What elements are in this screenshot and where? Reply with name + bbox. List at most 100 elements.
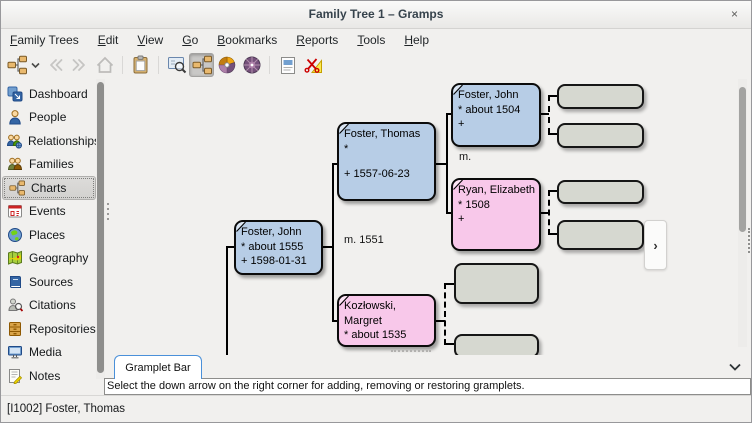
person-death: + 1598-01-31 xyxy=(241,255,307,267)
clipboard-icon xyxy=(133,55,147,74)
forward-button[interactable] xyxy=(67,53,92,77)
full-circle-icon xyxy=(243,56,260,74)
tools-button[interactable] xyxy=(300,53,325,77)
tree-chart-canvas[interactable]: Foster, John * about 1555 + 1598-01-31 F… xyxy=(111,79,751,355)
dashed-connector xyxy=(436,320,445,322)
person-birth: * xyxy=(344,142,349,155)
connector-line xyxy=(446,113,453,115)
sidebar-item-citations[interactable]: Citations xyxy=(1,294,96,318)
person-box-kozlowski-margret[interactable]: Kozłowski, Margret * about 1535 + before… xyxy=(337,294,436,347)
close-button[interactable]: × xyxy=(730,7,738,21)
menu-bar: Family Trees Edit View Go Bookmarks Repo… xyxy=(1,29,751,51)
dashed-connector xyxy=(548,95,557,97)
dashed-connector xyxy=(444,343,454,345)
menu-view[interactable]: View xyxy=(137,33,164,47)
corner-fold-icon xyxy=(236,222,246,232)
fan-chart-icon xyxy=(218,56,235,74)
pedigree-view-button[interactable] xyxy=(164,53,189,77)
family-trees-button[interactable] xyxy=(4,53,29,77)
pane-splitter[interactable] xyxy=(105,79,111,379)
expand-right-button[interactable]: › xyxy=(644,220,667,270)
marriage-label: m. 1551 xyxy=(344,234,384,246)
sidebar-label: People xyxy=(29,110,67,125)
person-death: + xyxy=(458,213,465,225)
fan-chart-view-button[interactable] xyxy=(214,53,239,77)
person-birth: * 1508 xyxy=(458,198,490,211)
sidebar-item-dashboard[interactable]: Dashboard xyxy=(1,82,96,106)
empty-person-box[interactable] xyxy=(557,84,644,109)
dashed-connector xyxy=(548,190,557,192)
connector-line xyxy=(332,163,334,322)
corner-fold-icon xyxy=(453,85,463,95)
back-icon xyxy=(49,59,62,71)
menu-reports[interactable]: Reports xyxy=(296,33,339,47)
category-sidebar: Dashboard People Relationships Families … xyxy=(1,79,100,394)
empty-person-box[interactable] xyxy=(557,123,644,148)
sidebar-label: Relationships xyxy=(28,133,101,148)
sidebar-item-media[interactable]: Media xyxy=(1,341,96,365)
sidebar-item-notes[interactable]: Notes xyxy=(1,364,96,388)
sidebar-item-repositories[interactable]: Repositories xyxy=(1,317,96,341)
toolbar-separator xyxy=(269,56,270,74)
window-title: Family Tree 1 – Gramps xyxy=(308,7,444,21)
person-death: + before 1598 xyxy=(344,343,432,346)
menu-tools[interactable]: Tools xyxy=(357,33,386,47)
pedigree-view-icon xyxy=(167,57,186,74)
sidebar-item-people[interactable]: People xyxy=(1,106,96,130)
person-birth: * about 1504 xyxy=(458,103,521,116)
sidebar-label: Places xyxy=(29,227,66,242)
sidebar-item-geography[interactable]: Geography xyxy=(1,247,96,271)
sidebar-item-places[interactable]: Places xyxy=(1,223,96,247)
media-icon xyxy=(6,344,23,361)
tree-view-button[interactable] xyxy=(189,53,214,77)
home-button[interactable] xyxy=(92,53,117,77)
corner-fold-icon xyxy=(453,180,463,190)
empty-person-box[interactable] xyxy=(454,334,539,355)
relationships-icon xyxy=(6,132,22,149)
menu-bookmarks[interactable]: Bookmarks xyxy=(217,33,278,47)
person-box-ryan-elizabeth[interactable]: Ryan, Elizabeth * 1508 + xyxy=(451,178,541,251)
family-trees-dropdown[interactable] xyxy=(29,53,42,77)
tree-view-icon xyxy=(192,55,212,75)
dashed-connector xyxy=(548,190,550,235)
sidebar-item-charts[interactable]: Charts xyxy=(2,176,96,200)
menu-family-trees[interactable]: Family Trees xyxy=(10,33,79,47)
empty-person-box[interactable] xyxy=(454,263,539,304)
gramplet-menu-button[interactable] xyxy=(723,359,747,374)
report-icon xyxy=(280,56,295,74)
full-circle-view-button[interactable] xyxy=(239,53,264,77)
chart-scrollbar-thumb[interactable] xyxy=(739,87,746,232)
clipboard-button[interactable] xyxy=(128,53,153,77)
gramplet-bar-tab[interactable]: Gramplet Bar xyxy=(114,355,202,379)
sidebar-label: Charts xyxy=(31,180,67,195)
dashed-connector xyxy=(548,133,557,135)
person-box-foster-john-1555[interactable]: Foster, John * about 1555 + 1598-01-31 xyxy=(234,220,323,275)
empty-person-box[interactable] xyxy=(557,220,644,250)
menu-go[interactable]: Go xyxy=(182,33,199,47)
gramplet-hint-text: Select the down arrow on the right corne… xyxy=(104,378,751,395)
person-box-foster-john-1504[interactable]: Foster, John * about 1504 + xyxy=(451,83,541,147)
dashed-connector xyxy=(548,95,550,134)
sidebar-item-families[interactable]: Families xyxy=(1,153,96,177)
menu-edit[interactable]: Edit xyxy=(97,33,119,47)
events-icon xyxy=(6,203,23,220)
empty-person-box[interactable] xyxy=(557,180,644,204)
home-icon xyxy=(96,56,113,73)
reports-button[interactable] xyxy=(275,53,300,77)
person-box-foster-thomas[interactable]: Foster, Thomas * + 1557-06-23 xyxy=(337,122,436,201)
families-icon xyxy=(6,156,23,173)
sidebar-label: Repositories xyxy=(29,321,96,336)
forward-icon xyxy=(72,59,85,71)
sources-icon xyxy=(6,273,23,290)
title-bar: Family Tree 1 – Gramps × xyxy=(1,1,751,29)
dashboard-icon xyxy=(6,85,23,102)
sidebar-item-sources[interactable]: Sources xyxy=(1,270,96,294)
sidebar-scrollbar-thumb[interactable] xyxy=(97,82,104,373)
sidebar-item-events[interactable]: Events xyxy=(1,200,96,224)
menu-help[interactable]: Help xyxy=(404,33,430,47)
sidebar-item-relationships[interactable]: Relationships xyxy=(1,129,100,153)
back-button[interactable] xyxy=(42,53,67,77)
places-icon xyxy=(6,226,23,243)
tree-chart-icon xyxy=(7,55,27,75)
